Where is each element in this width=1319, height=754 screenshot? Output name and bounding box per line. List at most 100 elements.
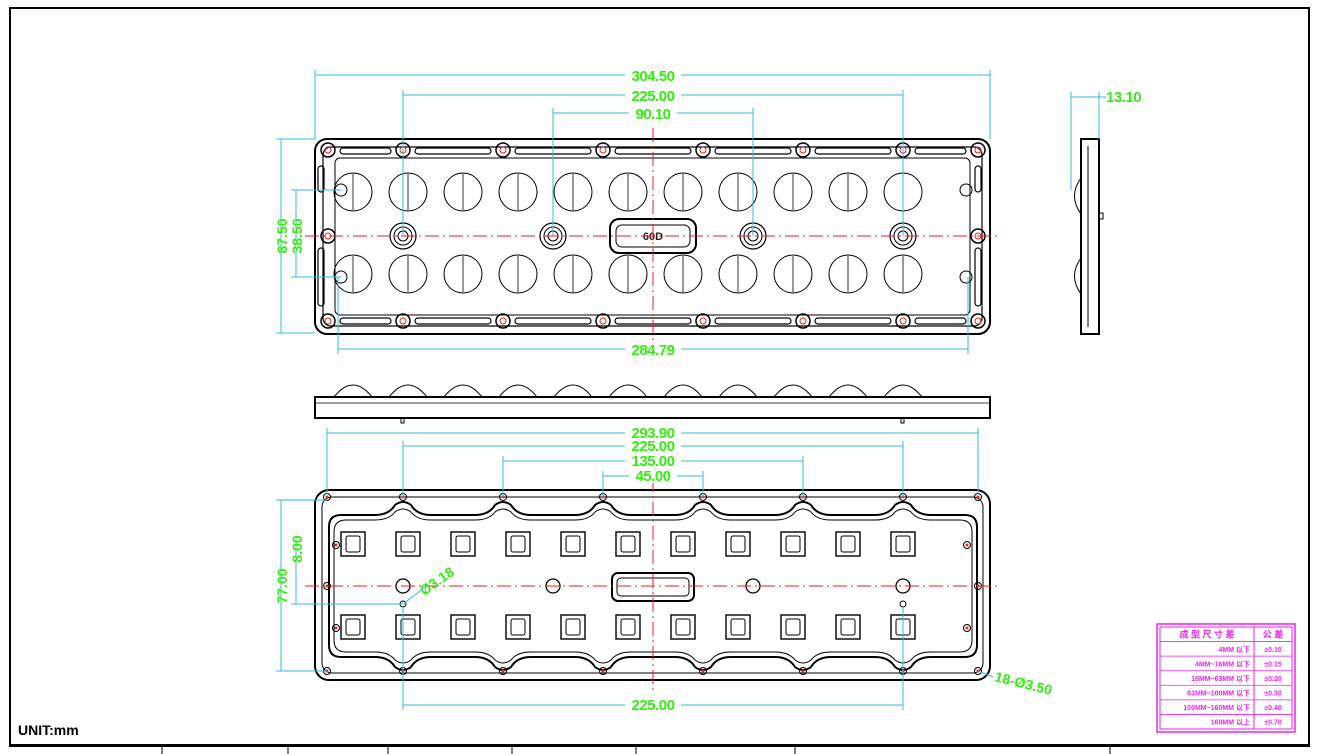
screw-boss: [970, 142, 986, 158]
back-view: [305, 478, 998, 690]
lens-circle: [883, 254, 923, 294]
screw-boss: [595, 313, 611, 329]
lens-circle: [388, 172, 428, 212]
front-overall-width: 304.50: [632, 68, 675, 85]
screw-hole: [799, 317, 807, 325]
pocket-square: [395, 531, 421, 557]
screw-boss: [320, 313, 336, 329]
tol-range: 4MM~16MM 以下: [1195, 660, 1250, 668]
pocket-square: [725, 614, 751, 640]
edge-rib: [714, 317, 792, 325]
front-mount-span: 225.00: [632, 88, 675, 105]
front-inner-height: 38.50: [289, 218, 305, 253]
tol-range: 160MM 以上: [1211, 718, 1250, 727]
lens-circle: [663, 254, 703, 294]
tol-value: ±0.20: [1264, 676, 1282, 683]
pocket-square: [615, 614, 641, 640]
edge-rib: [814, 147, 892, 155]
pocket-square: [560, 531, 586, 557]
back-hole: [974, 667, 982, 675]
back-hole-center: [601, 669, 605, 673]
lens-circle: [828, 254, 868, 294]
front-inner-span: 90.10: [635, 106, 670, 123]
screw-boss: [895, 313, 911, 329]
back-pin-dia: Ø3.18: [417, 563, 458, 598]
pocket-square: [340, 531, 366, 557]
side-view: 13.10: [1070, 89, 1142, 335]
pocket-inner: [620, 618, 636, 636]
back-gasket-inner: [333, 508, 973, 664]
pocket-inner: [455, 535, 471, 553]
screw-boss: [795, 313, 811, 329]
pocket-inner: [345, 618, 361, 636]
pocket-inner: [840, 618, 856, 636]
lens-circle: [388, 254, 428, 294]
back-boss-span-1: 135.00: [632, 453, 675, 470]
pocket-square: [450, 614, 476, 640]
side-slot: [974, 165, 982, 193]
dim-mask: [625, 67, 681, 82]
pocket-square: [725, 531, 751, 557]
side-body: [1080, 138, 1100, 335]
tol-header-tolerance: 公 差: [1263, 628, 1284, 639]
front-bottom-width: 284.79: [632, 342, 675, 359]
screw-boss: [970, 313, 986, 329]
back-hole: [599, 667, 607, 675]
pocket-square: [505, 531, 531, 557]
back-offset: 8.00: [289, 535, 305, 562]
pocket-square: [340, 614, 366, 640]
locator-pin: [899, 600, 907, 608]
front-bottom-ribs: [339, 317, 967, 325]
screw-boss: [495, 313, 511, 329]
pocket-inner: [895, 535, 911, 553]
pocket-square: [670, 614, 696, 640]
screw-boss: [320, 142, 336, 158]
profile-dome: [663, 384, 703, 398]
pocket-square: [395, 614, 421, 640]
lens-circle: [498, 254, 538, 294]
back-hole-center: [701, 669, 705, 673]
pocket-inner: [620, 535, 636, 553]
side-lens-top: [1074, 177, 1082, 215]
screw-hole: [599, 146, 607, 154]
front-overall-height: 87.50: [274, 218, 290, 253]
pocket-inner: [400, 535, 416, 553]
corner-notch: [959, 183, 973, 197]
edge-rib: [339, 317, 392, 325]
profile-dome: [388, 384, 428, 398]
screw-hole: [699, 317, 707, 325]
pocket-square: [835, 614, 861, 640]
screw-boss: [595, 142, 611, 158]
side-slot: [317, 165, 325, 193]
dim-mask: [625, 425, 681, 440]
screw-hole: [324, 146, 332, 154]
front-view: 60D: [305, 128, 998, 345]
back-hole: [332, 624, 340, 632]
pocket-inner: [565, 535, 581, 553]
pocket-square: [670, 531, 696, 557]
tol-header-dimension: 成 型 尺 寸 差: [1179, 628, 1234, 639]
profile-dome: [443, 384, 483, 398]
back-hole: [332, 541, 340, 549]
profile-dome: [773, 384, 813, 398]
screw-hole: [324, 317, 332, 325]
lens-circle: [773, 172, 813, 212]
back-hole: [499, 667, 507, 675]
back-hole: [699, 667, 707, 675]
tol-value: ±0.10: [1264, 647, 1282, 654]
edge-rib: [339, 147, 392, 155]
pocket-inner: [785, 618, 801, 636]
screw-boss: [695, 313, 711, 329]
front-lens-array: [333, 172, 923, 294]
profile-dome: [333, 384, 373, 398]
pocket-square: [615, 531, 641, 557]
pocket-inner: [510, 535, 526, 553]
pocket-square: [890, 531, 916, 557]
back-bottom-span: 225.00: [632, 697, 675, 714]
corner-notch: [959, 270, 973, 284]
lens-circle: [608, 254, 648, 294]
profile-dome: [883, 384, 923, 398]
lens-circle: [608, 172, 648, 212]
screw-hole: [699, 146, 707, 154]
